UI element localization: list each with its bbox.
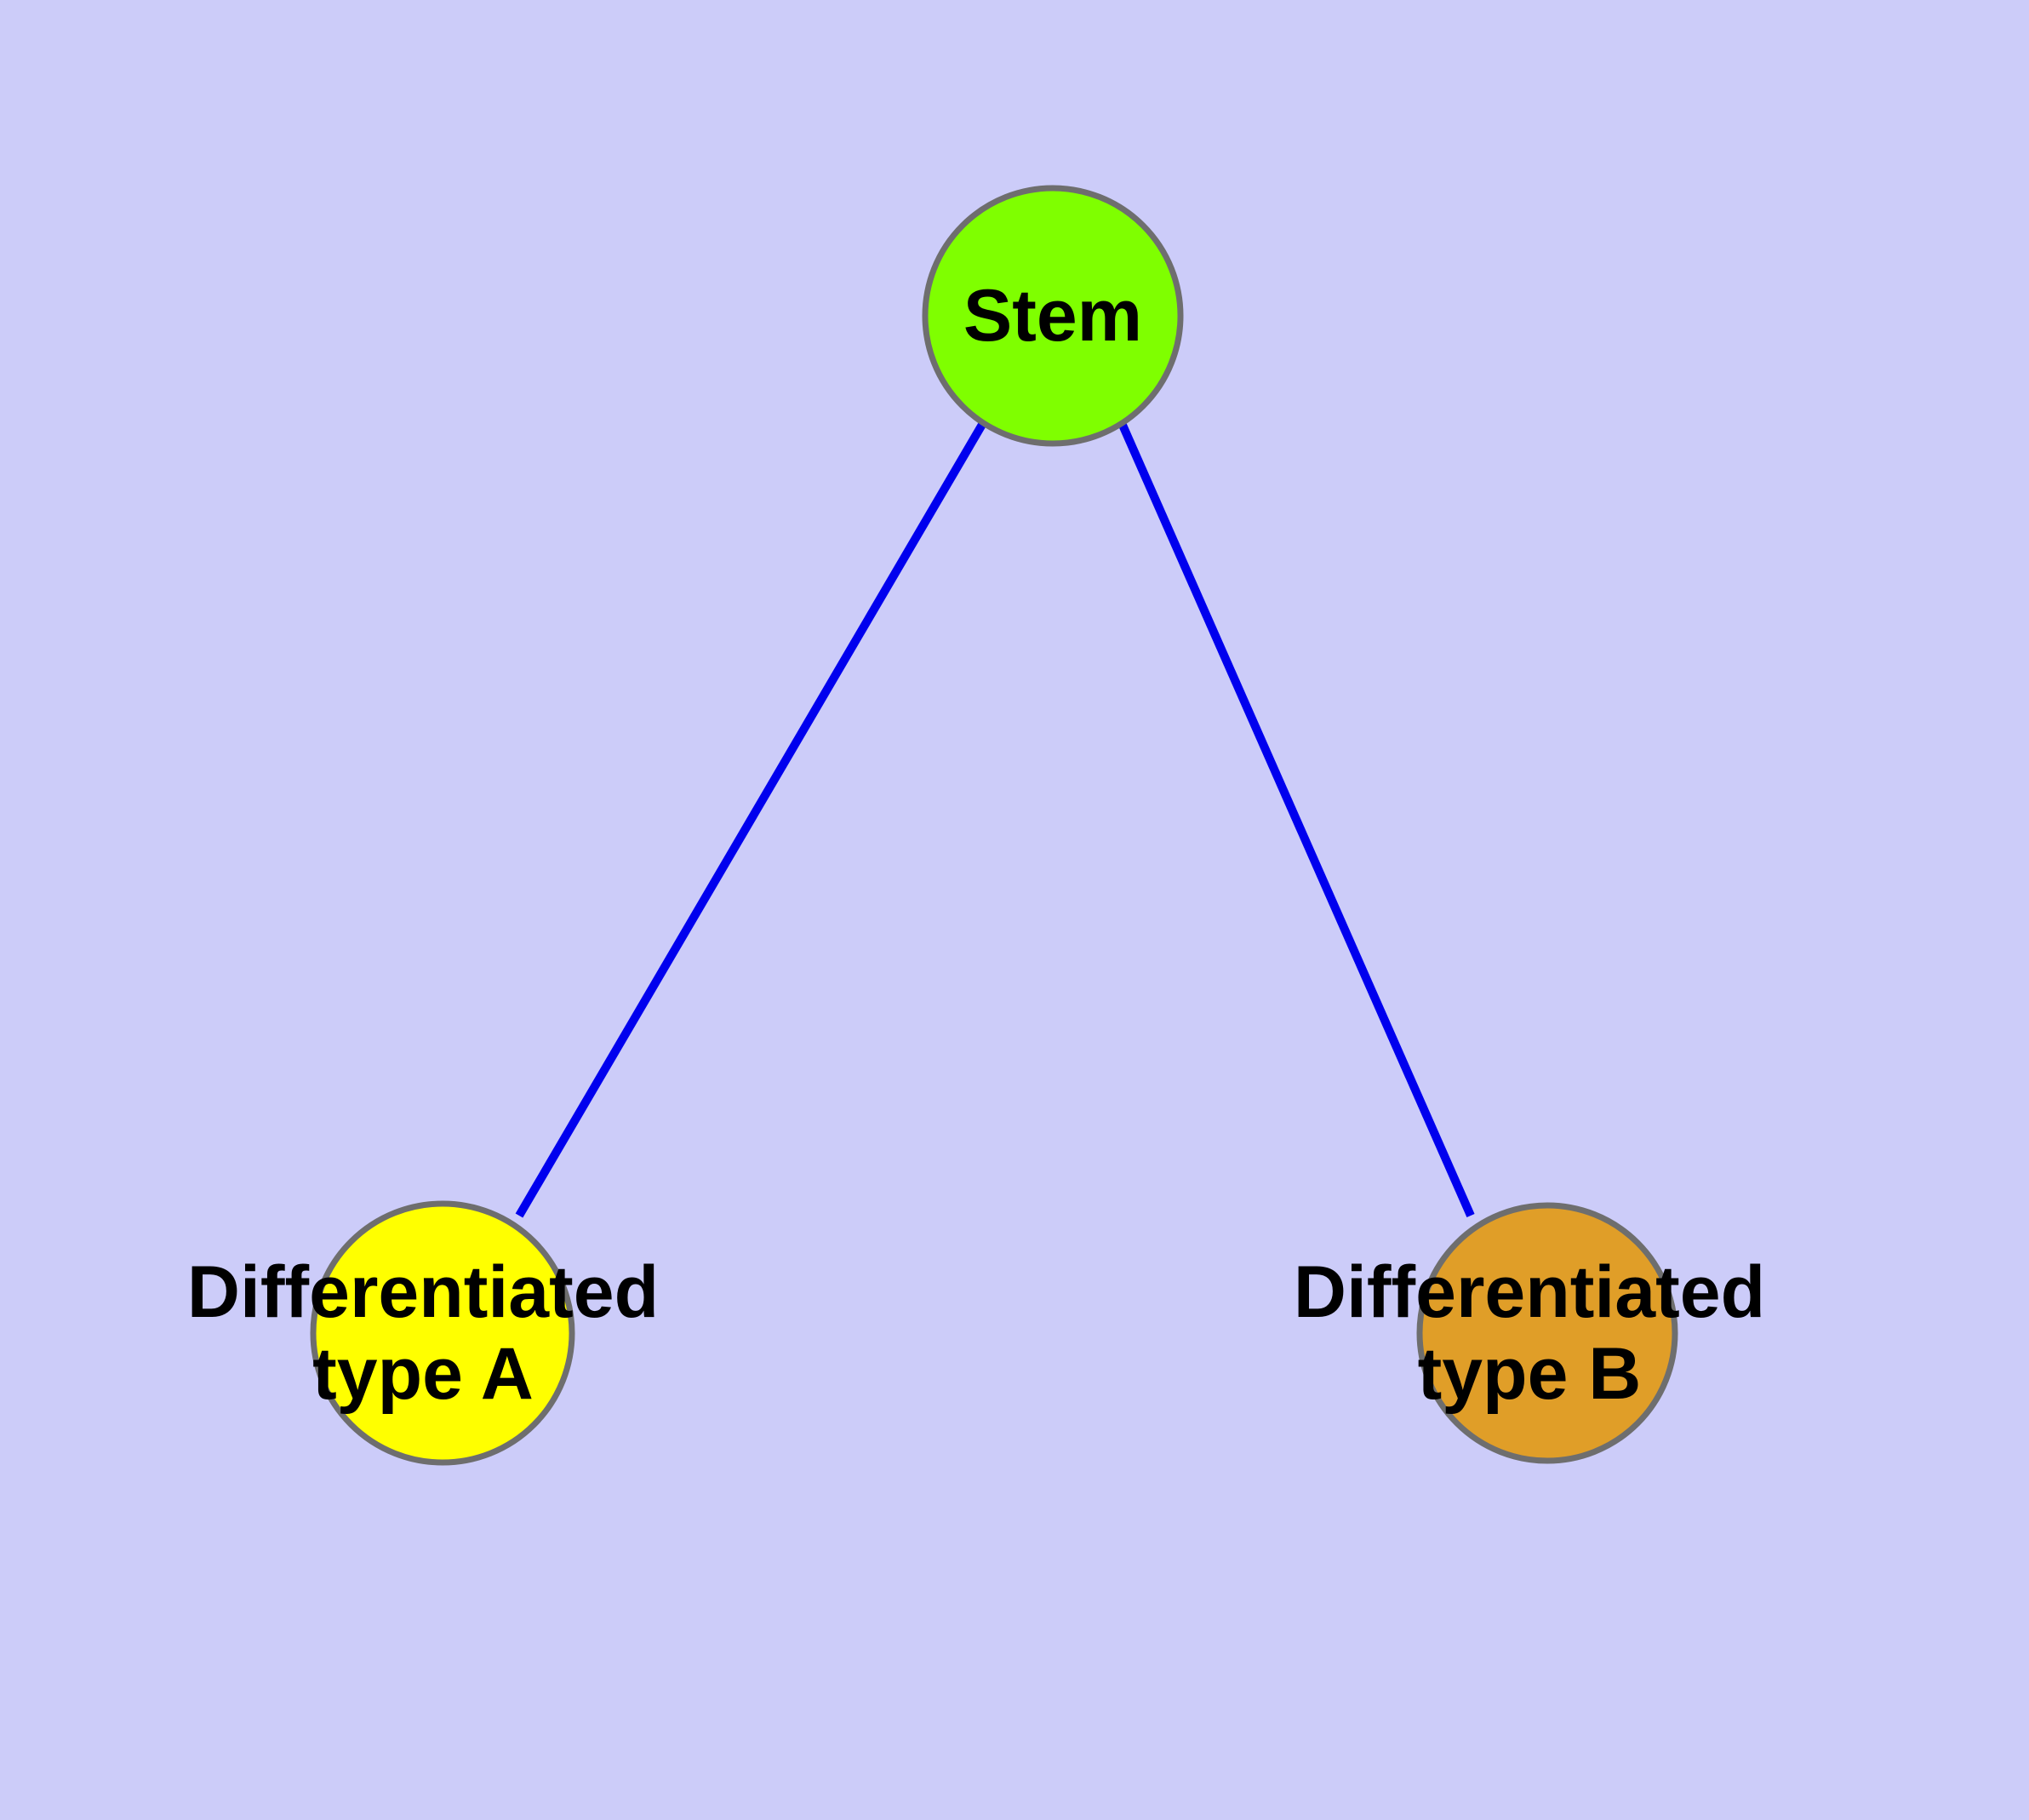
node-diff-a[interactable] xyxy=(310,1200,575,1466)
nodes-group xyxy=(310,185,1678,1466)
edge-stem-to-diff-b xyxy=(1117,421,1475,1218)
edge-stem-to-diff-a xyxy=(515,421,987,1218)
edges-group xyxy=(515,421,1475,1218)
node-stem[interactable] xyxy=(922,185,1184,447)
node-diff-b[interactable] xyxy=(1416,1202,1678,1464)
